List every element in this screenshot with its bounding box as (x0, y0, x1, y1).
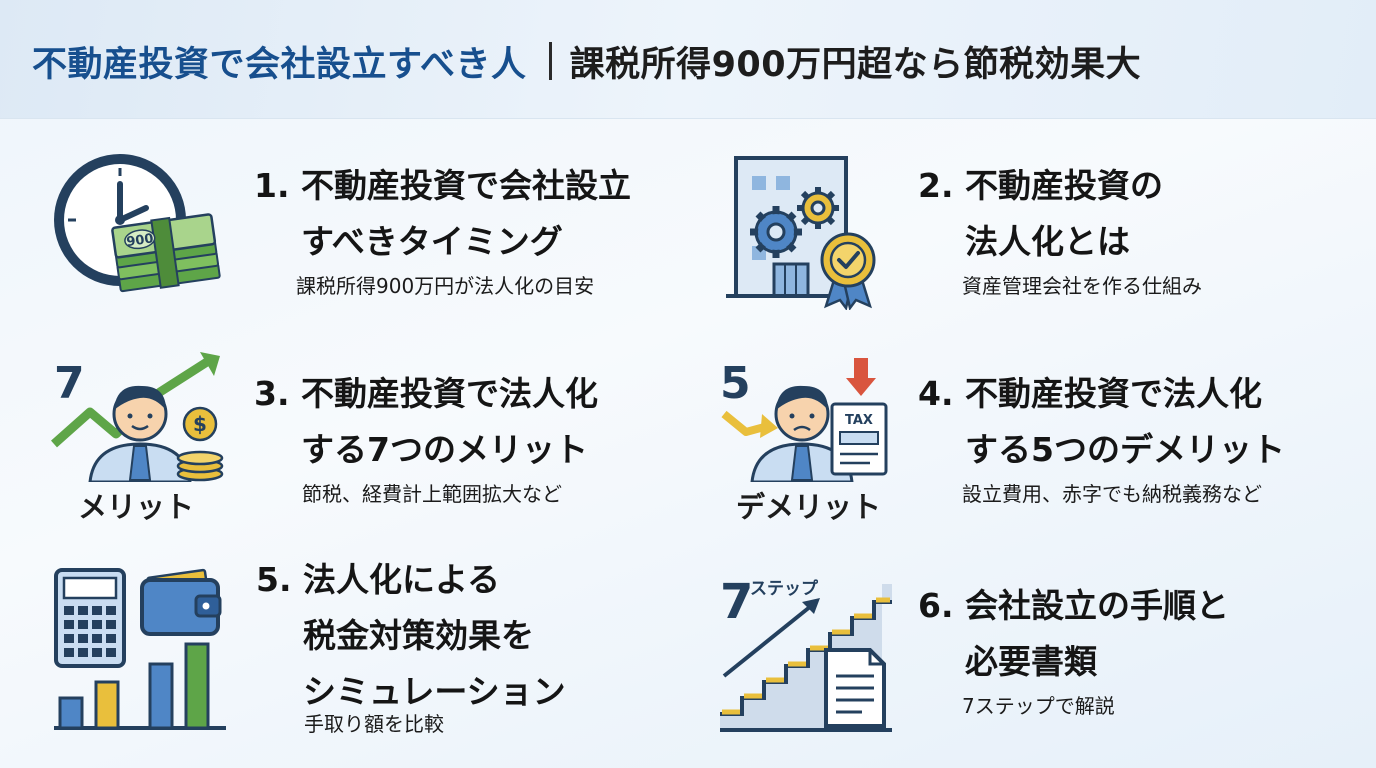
header-banner: 不動産投資で会社設立すべき人 課税所得900万円超なら節税効果大 (0, 0, 1376, 119)
item-2-subtitle: 資産管理会社を作る仕組み (962, 274, 1202, 298)
item-3-title: 3. 不動産投資で法人化 する7つのメリット (254, 374, 598, 469)
merit-label: メリット (78, 490, 195, 524)
item-3-subtitle: 節税、経費計上範囲拡大など (302, 482, 562, 506)
item-2-title: 2. 不動産投資の 法人化とは (918, 166, 1163, 261)
item-4-title: 4. 不動産投資で法人化 する5つのデメリット (918, 374, 1285, 469)
businessman-tax-icon: 5 TAX (720, 358, 888, 482)
step-count-number: 7 (720, 574, 753, 630)
title-divider (548, 42, 552, 80)
item-5-subtitle: 手取り額を比較 (304, 712, 444, 736)
calculator-wallet-chart-icon (54, 568, 226, 730)
page-title: 不動産投資で会社設立すべき人 課税所得900万円超なら節税効果大 (32, 36, 1352, 86)
item-4-subtitle: 設立費用、赤字でも納税義務など (962, 482, 1262, 506)
stairs-document-icon: 7 ステップ (720, 574, 892, 732)
demerit-count-number: 5 (720, 358, 751, 409)
money-amount-label: 900 (126, 231, 155, 250)
businessman-growth-icon: 7 $ (51, 352, 224, 482)
page-title-main: 不動産投資で会社設立すべき人 (32, 44, 527, 85)
tax-doc-label: TAX (845, 413, 873, 428)
building-gears-badge-icon (726, 156, 876, 310)
item-6-subtitle: 7ステップで解説 (962, 694, 1115, 718)
clock-money-icon: 900 (54, 154, 221, 293)
item-1-title: 1. 不動産投資で会社設立 すべきタイミング (254, 166, 631, 261)
item-1-subtitle: 課税所得900万円が法人化の目安 (296, 274, 595, 298)
item-6-title: 6. 会社設立の手順と 必要書類 (918, 586, 1229, 681)
step-caption: ステップ (750, 578, 819, 599)
merit-count-number: 7 (54, 358, 85, 409)
demerit-label: デメリット (736, 490, 882, 524)
item-5-title: 5. 法人化による 税金対策効果を シミュレーション (256, 560, 566, 711)
svg-text:$: $ (193, 412, 207, 436)
page-title-sub: 課税所得900万円超なら節税効果大 (569, 44, 1142, 85)
